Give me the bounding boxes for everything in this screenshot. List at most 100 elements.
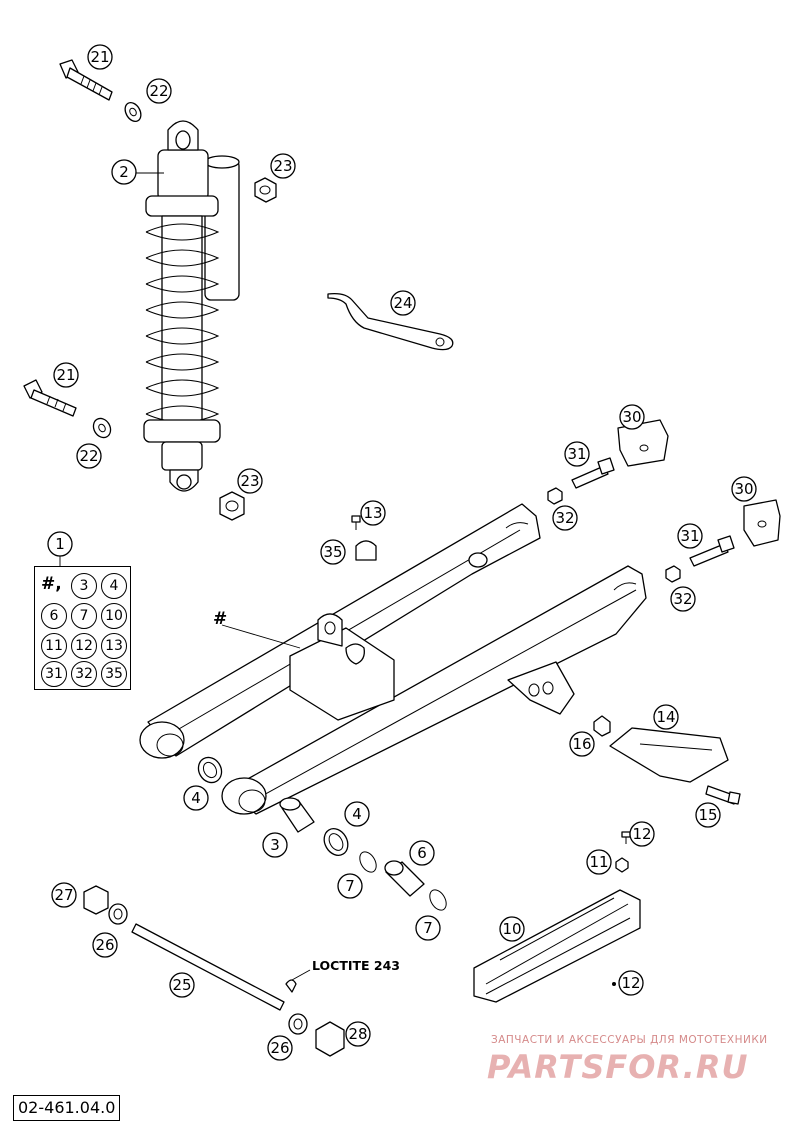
hook-spanner bbox=[327, 292, 454, 351]
kit-item: 13 bbox=[101, 633, 127, 659]
callout-21-lower: 21 bbox=[53, 362, 79, 388]
callout-7-left: 7 bbox=[337, 873, 363, 899]
bushings bbox=[197, 756, 447, 911]
washer-lower bbox=[92, 417, 112, 439]
svg-text:11: 11 bbox=[589, 853, 608, 871]
svg-text:35: 35 bbox=[323, 543, 342, 561]
leader-lines bbox=[59, 172, 311, 981]
kit-item: 31 bbox=[41, 661, 67, 687]
svg-text:21: 21 bbox=[90, 48, 109, 66]
svg-text:1: 1 bbox=[55, 535, 65, 553]
svg-text:10: 10 bbox=[502, 920, 521, 938]
svg-text:6: 6 bbox=[417, 844, 427, 862]
callout-3: 3 bbox=[262, 832, 288, 858]
callout-25: 25 bbox=[169, 972, 195, 998]
svg-text:7: 7 bbox=[423, 919, 433, 937]
svg-text:32: 32 bbox=[555, 509, 574, 527]
kit-callout-1: 1 bbox=[47, 531, 73, 557]
callout-13: 13 bbox=[360, 500, 386, 526]
callout-22-lower: 22 bbox=[76, 443, 102, 469]
svg-text:28: 28 bbox=[348, 1025, 367, 1043]
svg-text:25: 25 bbox=[172, 976, 191, 994]
callout-22-top: 22 bbox=[146, 78, 172, 104]
svg-text:30: 30 bbox=[734, 480, 753, 498]
callout-32-lower: 32 bbox=[670, 586, 696, 612]
callout-6: 6 bbox=[409, 840, 435, 866]
svg-text:31: 31 bbox=[567, 445, 586, 463]
callout-32-upper: 32 bbox=[552, 505, 578, 531]
callout-35: 35 bbox=[320, 539, 346, 565]
kit-item: 7 bbox=[71, 603, 97, 629]
kit-item: 32 bbox=[71, 661, 97, 687]
frame-marker: # bbox=[213, 609, 227, 629]
svg-text:23: 23 bbox=[273, 157, 292, 175]
callout-4-right: 4 bbox=[344, 801, 370, 827]
svg-text:21: 21 bbox=[56, 366, 75, 384]
callout-26-right: 26 bbox=[267, 1035, 293, 1061]
callout-24: 24 bbox=[390, 290, 416, 316]
kit-item: 6 bbox=[41, 603, 67, 629]
kit-item: 12 bbox=[71, 633, 97, 659]
clip-and-screw bbox=[351, 515, 377, 561]
svg-text:32: 32 bbox=[673, 590, 692, 608]
svg-text:7: 7 bbox=[345, 877, 355, 895]
swingarm bbox=[139, 503, 647, 815]
kit-item: 35 bbox=[101, 661, 127, 687]
nut-lower bbox=[219, 491, 245, 521]
callouts: 21 22 2 23 24 21 22 23 13 35 31 32 30 30… bbox=[47, 44, 757, 1061]
svg-text:22: 22 bbox=[79, 447, 98, 465]
callout-11: 11 bbox=[586, 849, 612, 875]
adjuster-bolt-lower bbox=[665, 535, 735, 583]
kit-contents-box: #, 3 4 6 7 10 11 12 13 31 32 35 bbox=[34, 566, 131, 690]
chain-slider bbox=[473, 831, 641, 1003]
callout-2: 2 bbox=[111, 159, 137, 185]
washer-top bbox=[124, 102, 142, 122]
chain-adjuster-lower bbox=[743, 499, 781, 547]
svg-text:2: 2 bbox=[119, 163, 129, 181]
kit-grid: #, 3 4 6 7 10 11 12 13 31 32 35 bbox=[39, 571, 128, 687]
callout-21-top: 21 bbox=[87, 44, 113, 70]
svg-text:12: 12 bbox=[621, 974, 640, 992]
callout-14: 14 bbox=[653, 704, 679, 730]
shock-bolt-lower bbox=[23, 379, 77, 417]
pivot-axle bbox=[83, 885, 345, 1057]
kit-item: 10 bbox=[101, 603, 127, 629]
callout-31-lower: 31 bbox=[677, 523, 703, 549]
svg-text:4: 4 bbox=[191, 789, 201, 807]
svg-text:3: 3 bbox=[270, 836, 280, 854]
callout-26-left: 26 bbox=[92, 932, 118, 958]
svg-text:13: 13 bbox=[363, 504, 382, 522]
document-number: 02-461.04.0 bbox=[13, 1095, 121, 1121]
svg-text:12: 12 bbox=[632, 825, 651, 843]
shock-absorber bbox=[143, 120, 240, 492]
callout-16: 16 bbox=[569, 731, 595, 757]
svg-text:24: 24 bbox=[393, 294, 412, 312]
svg-text:14: 14 bbox=[656, 708, 675, 726]
callout-4-left: 4 bbox=[183, 785, 209, 811]
loctite-note: LOCTITE 243 bbox=[312, 958, 401, 973]
svg-text:16: 16 bbox=[572, 735, 591, 753]
kit-hash: #, bbox=[41, 574, 62, 594]
svg-text:27: 27 bbox=[54, 886, 73, 904]
watermark-caption: ЗАПЧАСТИ И АКСЕССУАРЫ ДЛЯ МОТОТЕХНИКИ bbox=[491, 1034, 768, 1046]
svg-text:22: 22 bbox=[149, 82, 168, 100]
callout-28: 28 bbox=[345, 1021, 371, 1047]
nut-top bbox=[254, 177, 277, 203]
svg-text:23: 23 bbox=[240, 472, 259, 490]
svg-text:4: 4 bbox=[352, 805, 362, 823]
svg-text:31: 31 bbox=[680, 527, 699, 545]
adjuster-bolt-upper bbox=[547, 457, 615, 505]
callout-12-upper: 12 bbox=[629, 821, 655, 847]
callout-7-right: 7 bbox=[415, 915, 441, 941]
callout-30-lower: 30 bbox=[731, 476, 757, 502]
callout-23-top: 23 bbox=[270, 153, 296, 179]
svg-text:26: 26 bbox=[270, 1039, 289, 1057]
chain-adjuster-upper bbox=[617, 419, 669, 467]
svg-text:15: 15 bbox=[698, 806, 717, 824]
callout-23-lower: 23 bbox=[237, 468, 263, 494]
watermark-brand: PARTSFOR.RU bbox=[487, 1048, 749, 1086]
kit-item: 3 bbox=[71, 573, 97, 599]
callout-31-upper: 31 bbox=[564, 441, 590, 467]
kit-item: 11 bbox=[41, 633, 67, 659]
